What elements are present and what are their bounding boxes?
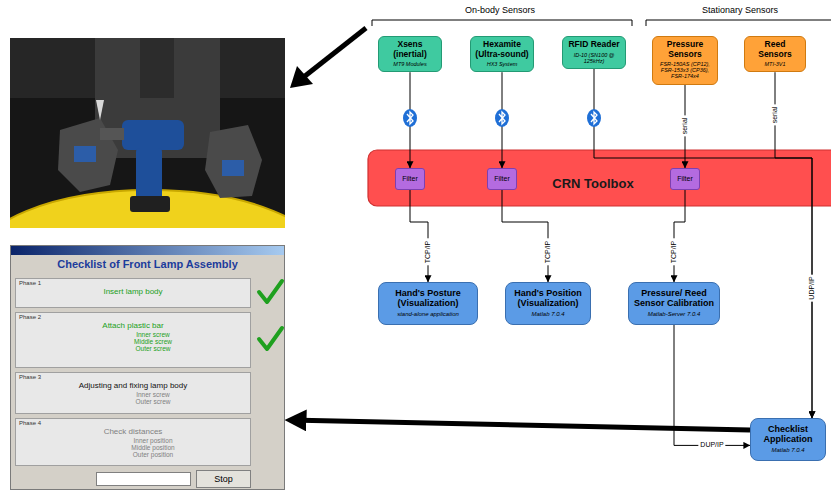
check-mark (259, 281, 282, 302)
node-title: Phase 1 (19, 280, 41, 287)
phase-panel: Phase 3Adjusting and fixing lamp bodyInn… (15, 372, 251, 414)
node-detail: Inner screw (16, 331, 250, 338)
node-title: Hexamite (Ultra-sound) (473, 40, 531, 59)
node-detail: ID-10 (SN100 @ 125kHz) (565, 52, 623, 64)
node-title: Pressure/ Reed Sensor Calibration (632, 288, 716, 308)
node-detail: Middle screw (16, 338, 250, 345)
bluetooth-icon (403, 109, 417, 127)
node-title: Hand's Posture (Visualization) (382, 288, 474, 308)
group-label: Stationary Sensors (702, 5, 778, 15)
node-title: Hand's Position (Visualization) (509, 288, 587, 308)
node-title: Checklist of Front Lamp Assembly (11, 258, 284, 270)
node-detail: HX3 System (473, 61, 531, 67)
node-detail: Middle position (16, 444, 250, 451)
node-title: Reed Sensors (747, 40, 803, 59)
sensor-box: Hexamite (Ultra-sound) HX3 System (470, 36, 534, 72)
node-detail: stand-alone application (382, 311, 474, 318)
sensor-box: RFID ReaderID-10 (SN100 @ 125kHz) (562, 36, 626, 69)
pointer-arrow (301, 420, 750, 430)
sensor-box: Xsens (inertial) MT9 Modules (378, 36, 442, 72)
protocol-label: TCP/IP (670, 239, 678, 266)
node-title: RFID Reader (565, 40, 623, 50)
node-title: CRN Toolbox (552, 177, 633, 192)
photo-illustration (10, 38, 285, 228)
stop-button: Stop (196, 470, 251, 488)
node-detail: MTI-3V1 (747, 61, 803, 67)
node-detail: FSR-150AS (CP12), FSR-153x3 (CP36), FSR-… (655, 61, 715, 79)
node-detail: Check distances (16, 428, 250, 437)
protocol-label: DUP/IP (698, 442, 725, 450)
node-title: Phase 4 (19, 420, 41, 427)
title-bar (11, 246, 284, 255)
node-detail: Outer screw (16, 398, 250, 405)
group-label: On-body Sensors (465, 5, 535, 15)
sensor-box: Pressure SensorsFSR-150AS (CP12), FSR-15… (652, 36, 718, 85)
bluetooth-icon (587, 109, 601, 127)
toolbox-band: CRN Toolbox Filter Filter Filter (368, 150, 831, 206)
node-detail: MT9 Modules (381, 61, 439, 67)
node-detail: Outer position (16, 451, 250, 458)
node-detail: Outer screw (16, 345, 250, 352)
signal-label: serial (771, 105, 779, 126)
node-title: Checklist Application (754, 424, 822, 444)
phase-panel: Phase 2Attach plastic barInner screwMidd… (15, 312, 251, 368)
protocol-label: UDP/IP (808, 274, 816, 301)
data-connector (674, 190, 685, 282)
protocol-label: TCP/IP (544, 239, 552, 266)
node-title: Phase 3 (19, 374, 41, 381)
protocol-label: TCP/IP (424, 239, 432, 266)
node-title: Pressure Sensors (655, 40, 715, 59)
application-box: Pressure/ Reed Sensor CalibrationMatlab-… (628, 282, 720, 325)
node-detail: Matlab 7.0.4 (754, 447, 822, 454)
node-detail: Inner position (16, 437, 250, 444)
application-box: Hand's Posture (Visualization) stand-alon… (378, 282, 478, 325)
application-box: Checklist ApplicationMatlab 7.0.4 (750, 418, 826, 461)
data-connector (775, 72, 812, 418)
screenshot-window: Checklist of Front Lamp AssemblyPhase 1I… (10, 245, 285, 490)
filter-box: Filter (487, 168, 517, 190)
node-title: Filter (494, 175, 510, 183)
node-detail: Adjusting and fixing lamp body (16, 382, 250, 391)
phase-panel: Phase 4Check distancesInner positionMidd… (15, 418, 251, 466)
group-bracket (372, 20, 831, 26)
data-connector (594, 69, 812, 418)
node-detail: Insert lamp body (16, 288, 250, 297)
sensor-box: Reed SensorsMTI-3V1 (744, 36, 806, 72)
node-title: Filter (402, 175, 418, 183)
text-field (96, 472, 191, 486)
data-connector (502, 190, 548, 282)
node-title: Xsens (inertial) (381, 40, 439, 59)
node-detail: Matlab 7.0.4 (509, 311, 587, 318)
application-box: Hand's Position (Visualization) Matlab 7.… (505, 282, 591, 325)
node-detail: Inner screw (16, 391, 250, 398)
phase-panel: Phase 1Insert lamp body (15, 278, 251, 308)
node-detail: Attach plastic bar (16, 322, 250, 331)
pointer-arrow (290, 28, 366, 88)
node-title: Phase 2 (19, 314, 41, 321)
bluetooth-icon (495, 109, 509, 127)
node-title: Stop (214, 474, 233, 484)
protocol-label: serial (681, 116, 689, 137)
data-connector (410, 190, 428, 282)
node-title: Filter (677, 175, 693, 183)
filter-box: Filter (670, 168, 700, 190)
filter-box: Filter (395, 168, 425, 190)
node-detail: Matlab-Server 7.0.4 (632, 311, 716, 318)
check-mark (259, 328, 282, 349)
